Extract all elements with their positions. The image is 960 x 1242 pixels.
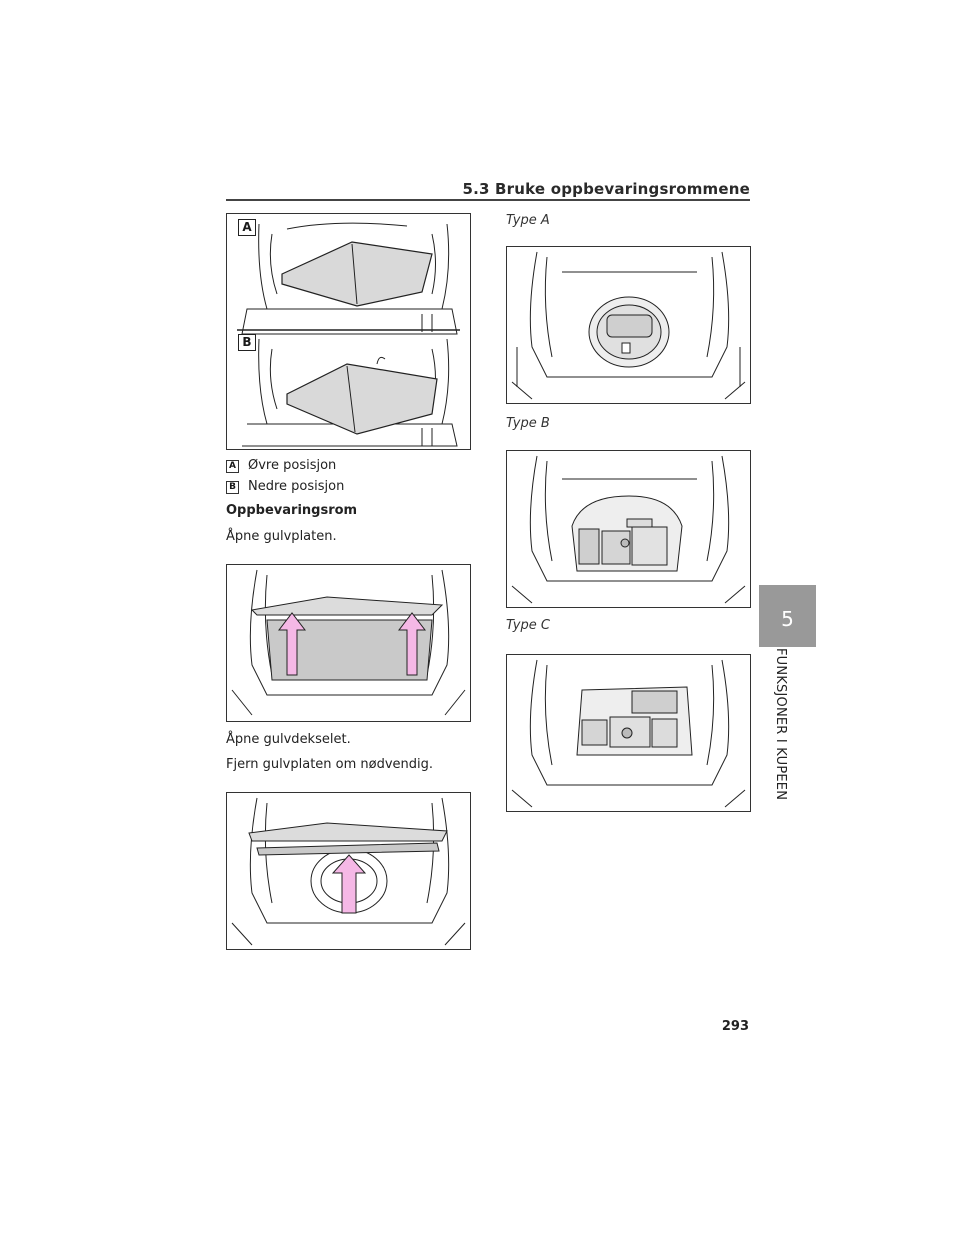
legend-marker-b: B [226, 481, 239, 494]
figure-label-b: B [238, 334, 256, 351]
storage-heading: Oppbevaringsrom [226, 503, 358, 518]
figure-shelf-positions: A B [226, 213, 471, 450]
type-b-label: Type B [506, 416, 550, 431]
figure-type-a [506, 246, 751, 404]
chapter-title-vertical: FUNKSJONER I KUPEEN [773, 648, 788, 801]
chapter-tab: 5 [759, 585, 816, 647]
step-open-floor-cover: Åpne gulvdekselet. [226, 732, 351, 747]
figure-label-a: A [238, 219, 256, 236]
figure-type-c [506, 654, 751, 812]
type-c-illustration [511, 659, 746, 808]
legend-text-a: Øvre posisjon [248, 458, 337, 473]
header-rule [226, 199, 750, 201]
legend-marker-a: A [226, 460, 239, 473]
page-number: 293 [721, 1019, 749, 1034]
floor-cover-illustration [231, 797, 466, 946]
type-b-illustration [511, 455, 746, 604]
type-c-label: Type C [506, 618, 550, 633]
section-title: 5.3 Bruke oppbevaringsrommene [462, 180, 750, 198]
floor-board-illustration [231, 569, 466, 716]
figure-open-floor-board [226, 564, 471, 722]
step-open-floor-board: Åpne gulvplaten. [226, 529, 337, 544]
chapter-number: 5 [781, 607, 794, 631]
legend-text-b: Nedre posisjon [248, 479, 345, 494]
type-a-label: Type A [506, 213, 550, 228]
figure-type-b [506, 450, 751, 608]
shelf-illustration [237, 222, 460, 447]
step-remove-floor-board: Fjern gulvplaten om nødvendig. [226, 757, 434, 772]
figure-remove-floor-cover [226, 792, 471, 950]
type-a-illustration [511, 251, 746, 400]
